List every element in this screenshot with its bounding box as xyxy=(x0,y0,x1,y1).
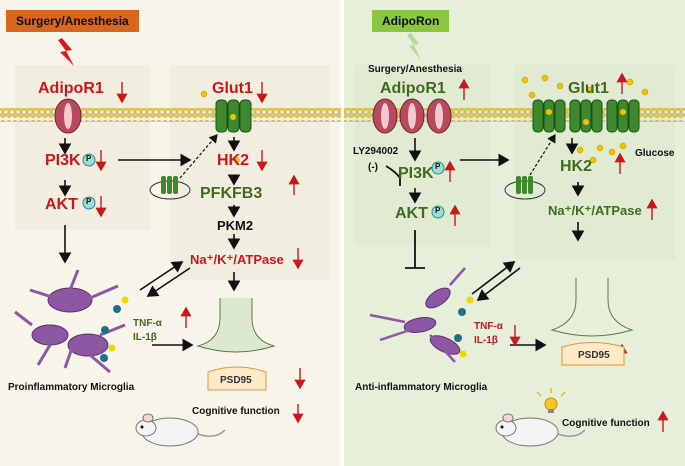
surgery-label: Surgery/Anesthesia xyxy=(368,64,462,75)
cytokine-dots xyxy=(100,296,129,362)
glut1-transporter-icon xyxy=(215,99,252,133)
inhibition-mark-label: (-) xyxy=(368,162,378,173)
left-membrane xyxy=(0,108,341,122)
synapse-icon xyxy=(196,298,276,391)
phospho-label: P xyxy=(435,206,441,215)
pi3k-label: PI3K xyxy=(45,152,81,169)
akt-label: AKT xyxy=(45,196,78,213)
hk2-label: HK2 xyxy=(217,152,250,169)
phospho-label: P xyxy=(86,197,92,206)
atpase-label: Na⁺/K⁺/ATPase xyxy=(190,252,284,267)
vesicle-icon xyxy=(149,176,191,200)
right-header-tag: AdipoRon xyxy=(372,10,450,32)
atpase-label-right: Na⁺/K⁺/ATPase xyxy=(548,203,642,218)
glucose-dots xyxy=(200,74,649,164)
lightbulb-icon xyxy=(536,388,566,413)
psd95-label-right: PSD95 xyxy=(578,350,610,361)
cognitive-label-right: Cognitive function xyxy=(562,418,650,429)
cytokine-dots xyxy=(454,296,474,358)
il1-label-right: IL-1β xyxy=(474,335,498,346)
adipor1-receptor-icon xyxy=(54,98,82,134)
phospho-label: P xyxy=(86,154,92,163)
psd95-label: PSD95 xyxy=(220,375,252,386)
mouse-icon xyxy=(495,413,586,447)
ly294002-label: LY294002 xyxy=(353,146,399,157)
pkm2-label: PKM2 xyxy=(217,218,254,233)
cognitive-label: Cognitive function xyxy=(192,406,280,417)
adipor1-label: AdipoR1 xyxy=(38,80,104,97)
inhibition-marks xyxy=(385,165,425,269)
right-receptor-box xyxy=(355,65,490,245)
proinflammatory-microglia-icon xyxy=(14,269,126,374)
glucose-label: Glucose xyxy=(635,148,675,159)
akt-label-right: AKT xyxy=(395,205,428,222)
synapse-icon xyxy=(550,278,634,366)
lightning-icon xyxy=(58,38,74,66)
phospho-label: P xyxy=(435,162,441,171)
il1-label: IL-1β xyxy=(133,332,157,343)
glut1-transporter-icon xyxy=(532,99,640,133)
vesicle-icon xyxy=(504,176,546,200)
tnf-label: TNF-α xyxy=(133,318,162,329)
glut1-label-right: Glut1 xyxy=(568,80,609,97)
pi3k-label-right: PI3K xyxy=(398,165,434,182)
left-header-tag: Surgery/Anesthesia xyxy=(6,10,139,32)
tnf-label-right: TNF-α xyxy=(474,321,503,332)
anti-inflammatory-microglia-icon xyxy=(369,267,466,363)
adipor1-receptor-icon xyxy=(372,98,452,134)
pfkfb3-label: PFKFB3 xyxy=(200,185,263,202)
adipor1-label-right: AdipoR1 xyxy=(380,80,446,97)
microglia-label: Proinflammatory Microglia xyxy=(8,382,135,393)
microglia-label-right: Anti-inflammatory Microglia xyxy=(355,382,488,393)
left-receptor-box xyxy=(15,65,150,230)
mouse-icon xyxy=(135,413,226,447)
phospho-icon xyxy=(82,153,445,219)
hk2-label-right: HK2 xyxy=(560,158,593,175)
glut1-label: Glut1 xyxy=(212,80,253,97)
lightning-icon-faded xyxy=(407,33,421,60)
